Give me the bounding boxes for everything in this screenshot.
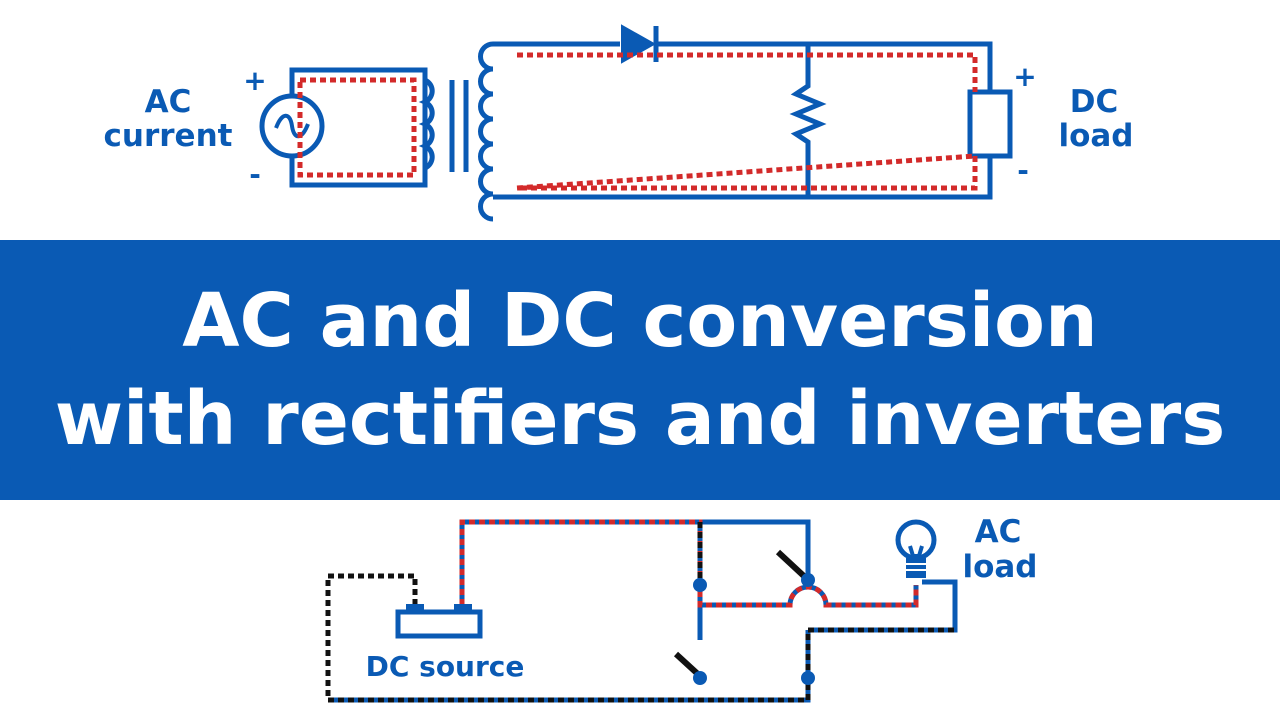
ac-load-label-line2: load [962,549,1037,585]
dc-bottom-wire [493,156,993,200]
light-bulb-icon [895,519,937,578]
inverter-black-path [325,573,955,703]
ac-loop-wire [289,67,428,188]
dc-top-wire [493,41,993,92]
ac-minus-sign: - [249,158,261,191]
dc-load-label-line1: DC [1070,84,1118,120]
dc-source-battery [395,609,483,639]
ac-plus-sign: + [243,64,266,97]
ac-current-label-line2: current [104,118,233,154]
dc-current-path [516,52,978,191]
inverter-circuit [325,519,958,703]
secondary-coil [478,41,494,222]
dc-plus-sign: + [1013,60,1036,93]
battery-terminal-positive [454,604,472,612]
dc-minus-sign: - [1017,154,1029,187]
title-banner: AC and DC conversion with rectifiers and… [0,240,1280,500]
ac-current-path [297,77,417,178]
switch-top-right [775,549,809,581]
dc-load-label-line2: load [1058,118,1133,154]
ac-current-label-line1: AC [145,84,192,120]
dc-load-symbol [967,89,1013,159]
battery-terminal-negative [406,604,424,612]
dc-source-label: DC source [366,650,525,683]
inverter-red-path [459,519,919,608]
title-line-2: with rectifiers and inverters [54,376,1226,462]
junction-dot [693,671,707,685]
rectifier-circuit [259,24,1013,222]
resistor-branch [789,44,827,197]
title-line-1: AC and DC conversion [182,278,1098,364]
ac-load-label-line1: AC [975,514,1022,550]
junction-dot [801,573,815,587]
junction-dot [801,671,815,685]
primary-coil [418,77,435,171]
junction-dot [693,578,707,592]
inverter-top-wire [459,519,811,605]
